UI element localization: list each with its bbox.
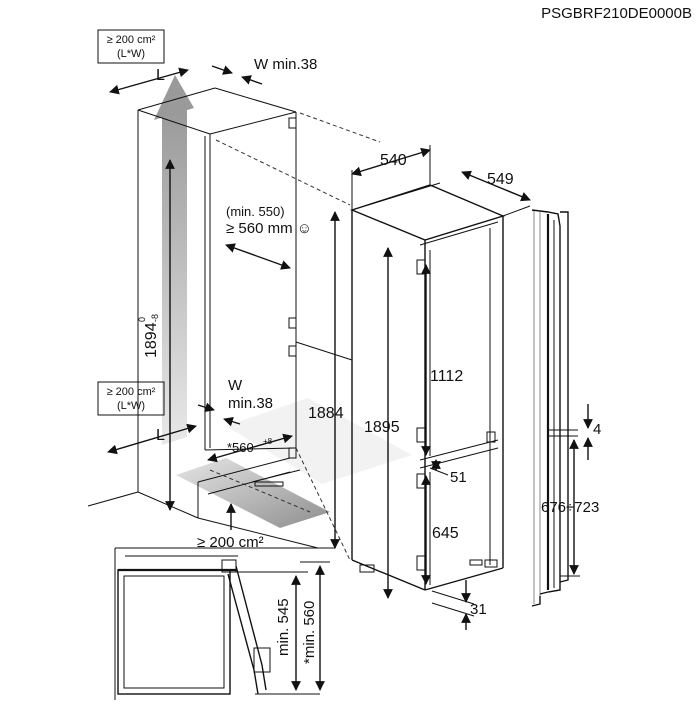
l-top-label: L <box>156 67 165 84</box>
dimension-676-723: 676÷723 <box>541 439 599 575</box>
appliance-body <box>349 182 506 591</box>
bottom-opening-dimensions: W min.38 L <box>107 377 273 455</box>
door-profile <box>531 209 580 607</box>
min560-label: *min. 560 <box>301 601 318 664</box>
h1895-label: 1895 <box>364 419 400 436</box>
dimension-1884: 1884 <box>308 211 344 549</box>
l-mid-label: L <box>156 427 165 444</box>
h645-label: 645 <box>432 525 459 542</box>
h1894-tol-up: 0 <box>137 317 147 322</box>
dimension-4: 4 <box>583 404 601 460</box>
dimension-540: 540 <box>351 145 431 210</box>
dimension-depth-niche: (min. 550) ≥ 560 mm ☺ <box>225 204 312 270</box>
airflow-up-arrowhead <box>154 75 194 120</box>
h51-label: 51 <box>450 469 467 486</box>
vent-mid-text: ≥ 200 cm² <box>107 386 156 398</box>
h1894-tol-dn: -8 <box>150 314 160 322</box>
vent-mid-sub: (L*W) <box>117 400 145 412</box>
w560-label: *560 <box>227 440 254 455</box>
dimension-1895: 1895 <box>364 247 400 599</box>
appliance-hinges <box>416 259 496 571</box>
d549-label: 549 <box>487 171 514 188</box>
w-mid-label: W <box>228 377 243 394</box>
w-top-label: W min.38 <box>254 56 317 73</box>
dimension-549: 549 <box>461 170 531 217</box>
airflow-inlet-band <box>176 458 330 528</box>
niche-cabinet <box>87 75 412 549</box>
vent-bottom-text: ≥ 200 cm² <box>197 534 264 551</box>
vent-label-top: ≥ 200 cm² (L*W) <box>97 29 165 64</box>
d540-label: 540 <box>380 152 407 169</box>
dimension-31: 31 <box>431 580 487 630</box>
w560-tol: +8 <box>263 437 273 446</box>
vent-label-bottom: ≥ 200 cm² <box>197 503 264 551</box>
range-label: 676÷723 <box>541 499 599 516</box>
h1112-label: 1112 <box>430 368 463 385</box>
min545-label: min. 545 <box>275 598 292 656</box>
bottom-detail <box>114 547 335 700</box>
h1884-label: 1884 <box>308 405 344 422</box>
min550-label: (min. 550) <box>226 204 285 219</box>
airflow-up-band <box>162 110 187 445</box>
vent-top-sub: (L*W) <box>117 48 145 60</box>
dimension-1112: 1112 <box>421 264 463 456</box>
h31-label: 31 <box>470 601 487 618</box>
h4-label: 4 <box>593 421 601 438</box>
model-code: PSGBRF210DE0000B <box>541 5 692 22</box>
w-mid-min-label: min.38 <box>228 395 273 412</box>
projection-lines <box>209 112 381 561</box>
dimension-min-545: min. 545 <box>236 571 308 691</box>
vent-label-middle: ≥ 200 cm² (L*W) <box>97 381 165 416</box>
dimension-min-560: *min. 560 <box>300 561 330 691</box>
dimension-645: 645 <box>421 475 459 585</box>
dimension-560-width: *560 +8 <box>207 433 293 463</box>
dimension-51: 51 <box>429 459 467 486</box>
ge560-label: ≥ 560 mm ☺ <box>226 220 312 237</box>
h1894-label: 1894 <box>143 322 160 358</box>
vent-top-text: ≥ 200 cm² <box>107 34 156 46</box>
top-opening-dimensions: L W min.38 <box>109 56 317 95</box>
